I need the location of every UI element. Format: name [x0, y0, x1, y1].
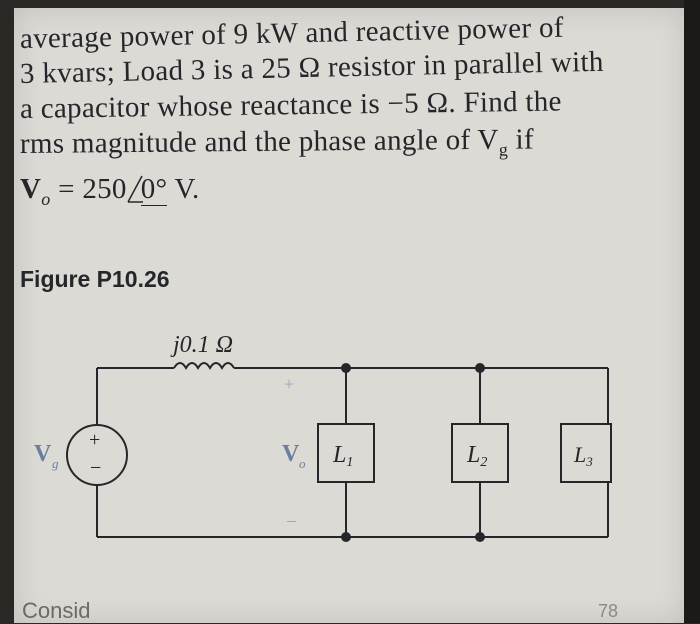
vo-label: V	[282, 441, 300, 467]
node-bottom-l2	[475, 532, 485, 542]
voltage-source-icon	[66, 424, 128, 486]
vo-unit: V.	[167, 172, 200, 205]
vo-equation: = 250	[50, 172, 127, 205]
vo-minus: −	[286, 511, 297, 533]
source-plus: +	[89, 429, 100, 451]
load-l3-label: L3	[573, 442, 593, 469]
load-l1-label: L1	[332, 442, 353, 470]
inductor-label: j0.1 Ω	[170, 332, 233, 358]
node-top-l2	[475, 363, 485, 373]
inductor-symbol	[173, 362, 235, 370]
cut-off-text: Consid	[22, 598, 91, 623]
textbook-page	[14, 8, 686, 623]
angle-icon	[127, 175, 143, 203]
node-top-l1	[341, 363, 351, 373]
vo-label-subscript: o	[299, 456, 306, 471]
page-number: 78	[598, 601, 619, 621]
load-l2-box	[451, 423, 509, 483]
problem-text: average power of 9 kW and reactive power…	[20, 12, 660, 217]
figure-label: Figure P10.26	[20, 266, 170, 292]
background-edge	[684, 0, 700, 623]
load-l3-box	[560, 423, 612, 483]
node-bottom-l1	[341, 532, 351, 542]
load-l1-box	[317, 423, 375, 483]
load-l2-label: L2	[466, 442, 487, 470]
source-label: V	[34, 441, 52, 467]
angle-value: 0°	[140, 172, 168, 206]
problem-line-5: Vo = 250 0° V.	[20, 172, 660, 217]
angle-notation: 0°	[127, 172, 168, 207]
vo-symbol: V	[20, 172, 42, 205]
source-subscript: g	[52, 456, 59, 471]
vo-subscript: o	[41, 188, 51, 209]
source-minus: −	[90, 457, 101, 479]
vo-plus: +	[284, 374, 294, 394]
